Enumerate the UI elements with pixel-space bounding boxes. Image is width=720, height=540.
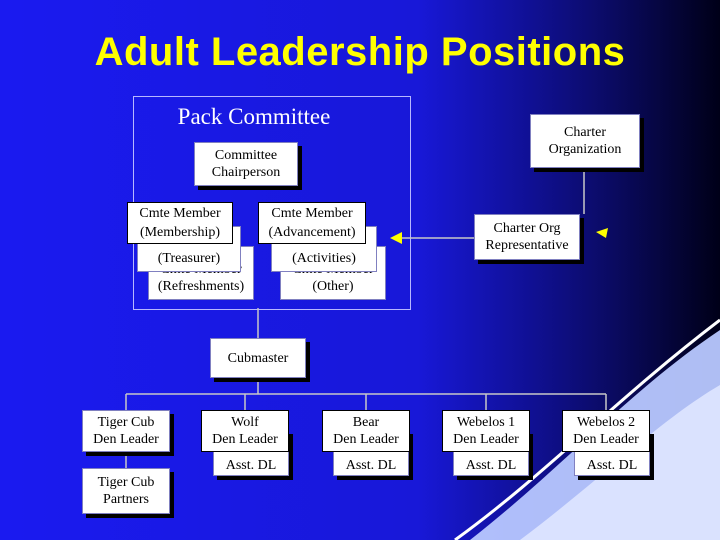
pack-committee-label: Pack Committee (177, 104, 331, 129)
wolf-den-leader-box: Wolf Den Leader (201, 410, 289, 452)
cubmaster-box: Cubmaster (210, 338, 306, 378)
bear-den-leader-box: Bear Den Leader (322, 410, 410, 452)
cmte-member-membership: Cmte Member (Membership) (127, 202, 233, 244)
committee-chairperson-box: Committee Chairperson (194, 142, 298, 186)
cmte-member-advancement: Cmte Member (Advancement) (258, 202, 366, 244)
charter-org-representative-box: Charter Org Representative (474, 214, 580, 260)
arrowhead-left-icon (390, 232, 402, 244)
arrowhead-corner-icon (596, 228, 608, 238)
charter-organization-box: Charter Organization (530, 114, 640, 168)
webelos1-den-leader-box: Webelos 1 Den Leader (442, 410, 530, 452)
webelos2-den-leader-box: Webelos 2 Den Leader (562, 410, 650, 452)
tiger-den-leader-box: Tiger Cub Den Leader (82, 410, 170, 452)
slide-title: Adult Leadership Positions (94, 30, 626, 74)
tiger-partners-box: Tiger Cub Partners (82, 468, 170, 514)
